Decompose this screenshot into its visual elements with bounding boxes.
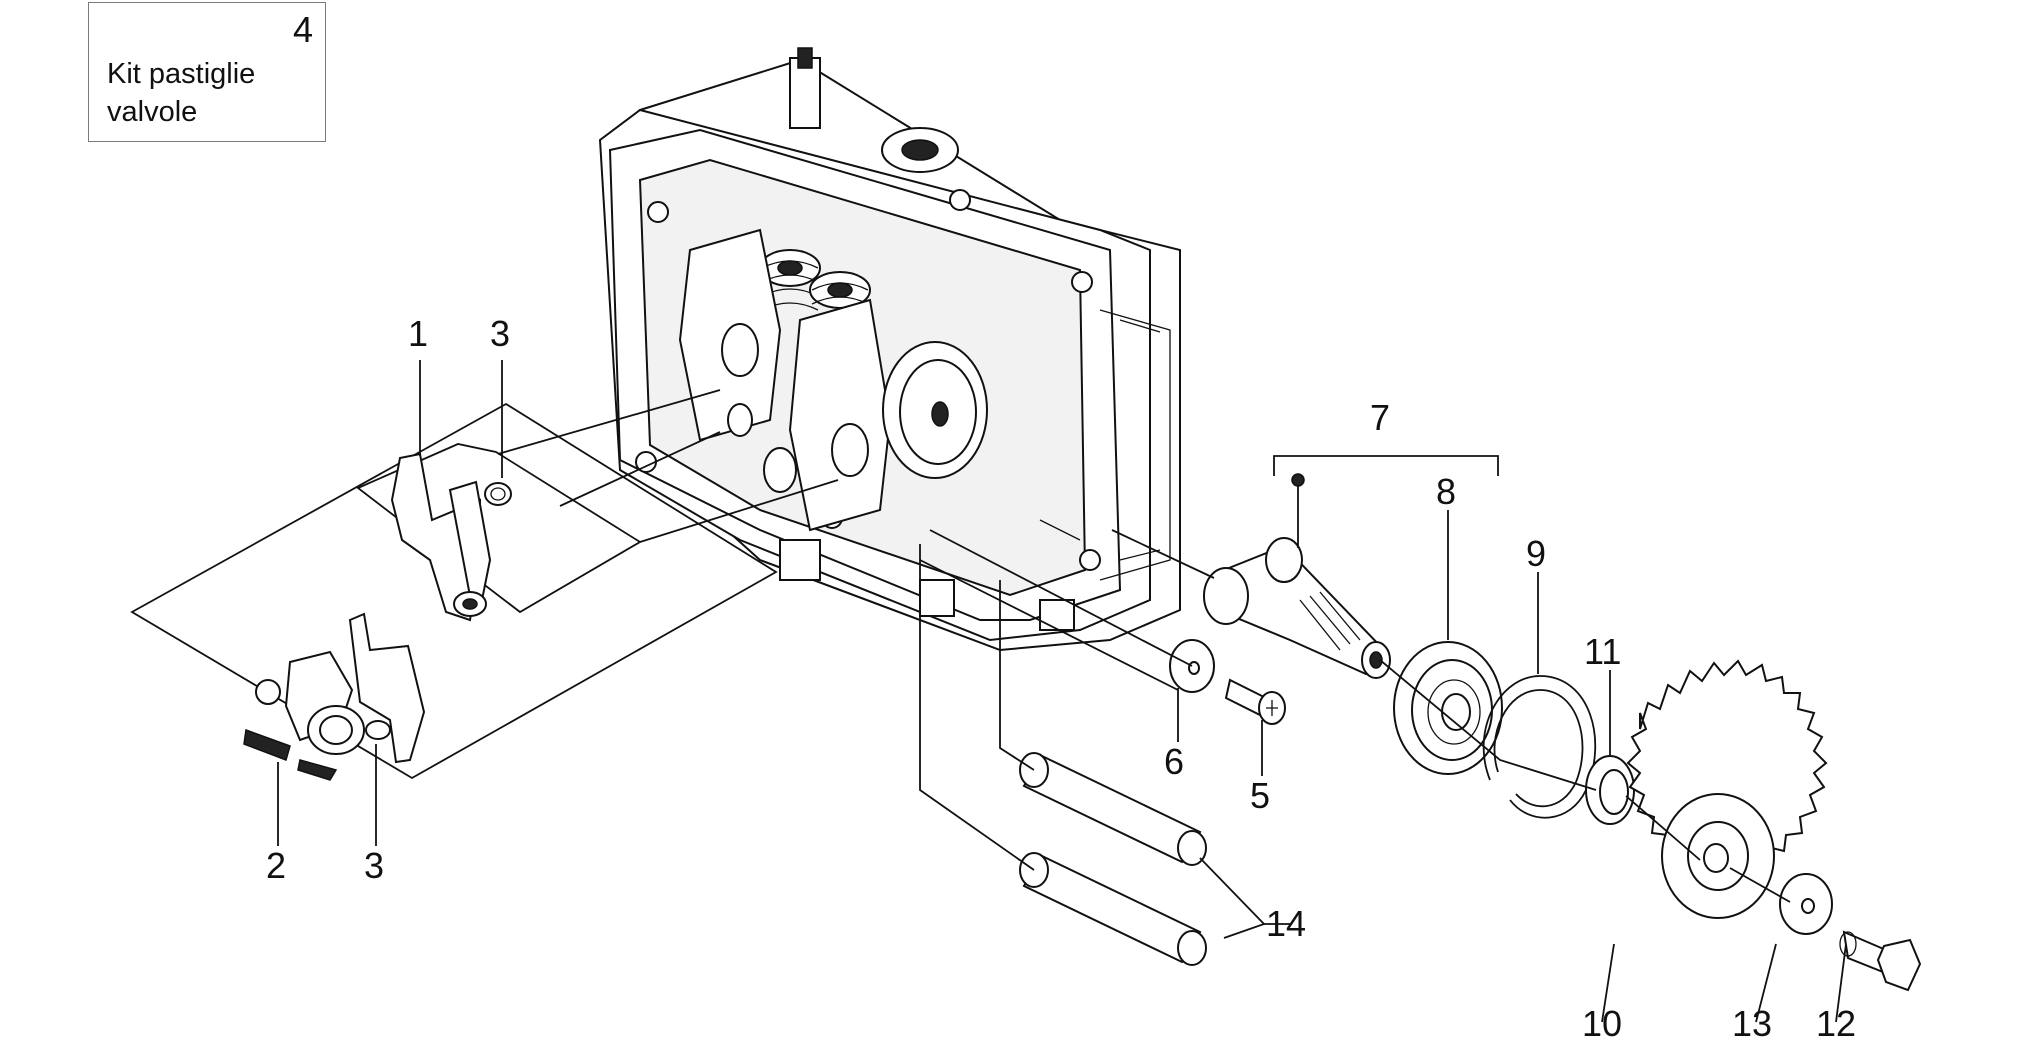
circlip xyxy=(1482,675,1597,819)
callout-6: 6 xyxy=(1164,741,1184,782)
callout-8: 8 xyxy=(1436,471,1456,512)
washer xyxy=(1779,873,1833,935)
camshaft xyxy=(1203,473,1391,679)
callout-1: 1 xyxy=(408,313,428,354)
callout-3-lower: 3 xyxy=(364,845,384,886)
screw xyxy=(1224,678,1286,725)
valve-spring-left xyxy=(759,249,821,311)
kit-callout-box: 4 Kit pastiglie valvole xyxy=(88,2,326,142)
bracket-7 xyxy=(1273,455,1499,476)
callout-2: 2 xyxy=(266,845,286,886)
callout-5: 5 xyxy=(1250,775,1270,816)
callout-7: 7 xyxy=(1370,397,1390,438)
kit-label-line-1: Kit pastiglie xyxy=(107,58,256,90)
kit-number: 4 xyxy=(292,9,313,50)
callout-11: 11 xyxy=(1584,631,1621,672)
callout-13: 13 xyxy=(1732,1003,1772,1043)
callout-14: 14 xyxy=(1266,903,1306,944)
kit-label-line-2: valvole xyxy=(107,96,198,128)
callout-9: 9 xyxy=(1526,533,1546,574)
rocker-arm-upper xyxy=(390,452,492,622)
pin-upper xyxy=(484,482,512,506)
kit-label: Kit pastiglie valvole xyxy=(107,55,255,131)
callout-labels: 1 3 2 3 6 5 7 8 9 11 14 10 13 12 xyxy=(266,313,1856,1043)
cylinder-head xyxy=(598,47,1181,652)
pin-lower xyxy=(365,720,391,740)
bearing xyxy=(1393,641,1503,775)
callout-10: 10 xyxy=(1582,1003,1622,1043)
callout-12: 12 xyxy=(1816,1003,1856,1043)
valve-spring-right xyxy=(809,271,871,333)
callout-3-upper: 3 xyxy=(490,313,510,354)
rocker-arm-lower xyxy=(243,612,426,781)
leader-lines xyxy=(277,360,1847,1023)
sprocket-bolt xyxy=(1839,930,1922,992)
dowel-pin-upper xyxy=(1019,752,1207,866)
dowel-pin-lower xyxy=(1019,852,1207,966)
camshaft-sprocket xyxy=(1626,659,1828,919)
